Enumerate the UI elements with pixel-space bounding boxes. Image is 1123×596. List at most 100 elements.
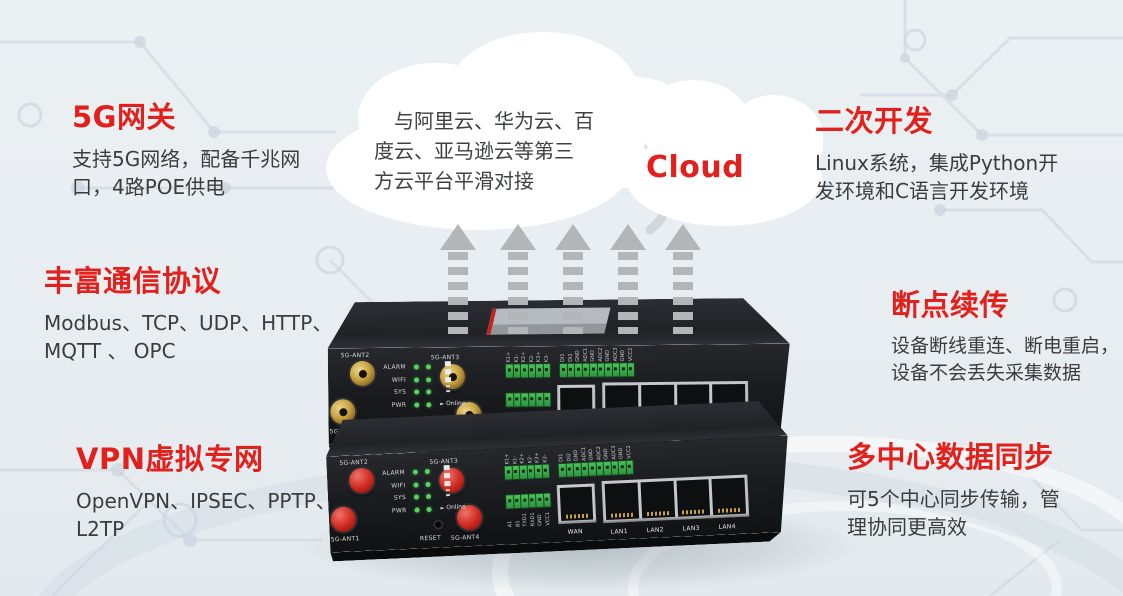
feature-vpn: VPN虚拟专网 OpenVPN、IPSEC、PPTP、 L2TP bbox=[76, 436, 376, 544]
terminal-pin-label: K3- bbox=[541, 454, 549, 463]
terminal-pin bbox=[506, 393, 513, 406]
terminal-pin bbox=[626, 461, 633, 474]
terminal-pin-label: VCC2 bbox=[625, 445, 632, 460]
sys-led bbox=[414, 389, 419, 394]
online-arrow-icon: ► bbox=[440, 505, 445, 512]
terminal-pin bbox=[596, 462, 603, 475]
cloud-shape bbox=[326, 32, 823, 235]
terminal-pin bbox=[506, 495, 513, 508]
gateway-device-lower: 5G-ANT2 5G-ANT3 5G-ANT1 5G-ANT4 ALARM WI… bbox=[324, 400, 792, 562]
terminal-pin-label: ADC3 bbox=[612, 347, 619, 362]
terminal-pin bbox=[521, 364, 528, 377]
terminal-pin-label: VCC1 bbox=[544, 511, 551, 526]
antenna-connector bbox=[440, 364, 465, 389]
terminal-pin bbox=[575, 364, 582, 377]
uplink-arrow bbox=[440, 224, 476, 336]
terminal-pin-label: GND bbox=[617, 447, 625, 460]
terminal-pin bbox=[514, 495, 521, 508]
terminal-pin-label: K2+ bbox=[519, 452, 526, 464]
feature-resume-transfer: 断点续传 设备断线重连、断电重启， 设备不会丢失采集数据 bbox=[891, 282, 1123, 387]
feature-title: 断点续传 bbox=[891, 288, 1010, 322]
led-label: ALARM bbox=[382, 469, 406, 478]
feature-description: 支持5G网络，配备千兆网 口，4路POE供电 bbox=[72, 147, 301, 200]
led bbox=[426, 389, 431, 394]
terminal-pin-label: GND bbox=[589, 350, 596, 362]
terminal-pin bbox=[589, 462, 596, 475]
cloud-description-text: 与阿里云、华为云、百 度云、亚马逊云等第三 方云平台平滑对接 bbox=[374, 109, 594, 193]
terminal-pin-label: K1+ bbox=[504, 453, 511, 465]
terminal-pin-label: DI2 bbox=[565, 452, 573, 462]
lan-port-group bbox=[601, 475, 749, 524]
led bbox=[425, 494, 430, 499]
terminal-pin-label: ADC1 bbox=[582, 347, 589, 362]
reset-button bbox=[435, 521, 441, 527]
led bbox=[424, 469, 429, 474]
led bbox=[426, 506, 431, 511]
terminal-pin bbox=[627, 363, 634, 376]
relay-pin-labels: K1+K1-K2+K2-K3+K3- bbox=[506, 347, 550, 362]
terminal-pin-label: GND bbox=[536, 514, 544, 527]
terminal-pin-label: K2+ bbox=[520, 351, 527, 363]
terminal-pin bbox=[612, 363, 619, 376]
terminal-pin-label: GND bbox=[573, 449, 580, 462]
rj45-jack bbox=[605, 483, 639, 520]
terminal-pin-label: ADC3 bbox=[610, 445, 617, 460]
port-label: LAN1 bbox=[610, 527, 629, 536]
uplink-arrow bbox=[500, 224, 536, 336]
feature-title: 二次开发 bbox=[815, 104, 934, 138]
terminal-pin bbox=[514, 393, 521, 406]
port-label: LAN2 bbox=[646, 526, 664, 535]
led-label: WIFI bbox=[391, 481, 406, 490]
port-label: WAN bbox=[567, 528, 583, 536]
port-label: LAN4 bbox=[718, 523, 736, 531]
led-label: SYS bbox=[393, 388, 407, 396]
terminal-pin-label: K2- bbox=[528, 353, 535, 363]
terminal-pin bbox=[528, 364, 535, 377]
terminal-pin bbox=[544, 393, 551, 406]
led bbox=[425, 481, 430, 486]
terminal-pin-label: ADC1 bbox=[580, 446, 588, 462]
terminal-pin-label: ADC2 bbox=[595, 446, 603, 461]
feature-title: 多中心数据同步 bbox=[847, 440, 1054, 474]
terminal-pin-label: ADC2 bbox=[597, 347, 604, 362]
terminal-pin bbox=[574, 463, 581, 476]
terminal-pin bbox=[512, 466, 519, 479]
terminal-pin-label: TXD1 bbox=[521, 512, 529, 527]
terminal-pin-label: K3+ bbox=[535, 351, 542, 363]
terminal-pin-label: VCC2 bbox=[627, 347, 634, 362]
feature-multicenter-sync: 多中心数据同步 可5个中心同步传输，管 理协同更高效 bbox=[847, 434, 1077, 542]
rj45-jack bbox=[640, 481, 674, 518]
wifi-led bbox=[414, 377, 419, 382]
terminal-pin bbox=[536, 364, 543, 377]
led-label: PWR bbox=[391, 401, 407, 409]
terminal-pin bbox=[528, 494, 535, 507]
serial-terminal-block bbox=[505, 392, 551, 407]
led-label: SYS bbox=[393, 494, 407, 502]
terminal-pin bbox=[536, 494, 543, 507]
terminal-pin bbox=[567, 364, 574, 377]
uplink-arrow bbox=[555, 224, 591, 336]
relay-terminal-block bbox=[504, 463, 551, 480]
feature-5g-gateway: 5G网关 支持5G网络，配备千兆网 口，4路POE供电 bbox=[72, 94, 342, 202]
relay-terminal-block bbox=[505, 363, 551, 378]
terminal-pin-label: GND bbox=[604, 349, 611, 362]
led-label: ALARM bbox=[383, 363, 406, 371]
terminal-pin bbox=[605, 363, 612, 376]
terminal-pin-label: K2- bbox=[526, 454, 534, 464]
status-led-block: ALARM WIFI SYS PWR bbox=[373, 468, 435, 515]
terminal-pin bbox=[527, 465, 534, 478]
terminal-pin-label: B1 bbox=[514, 520, 521, 528]
led-label: PWR bbox=[391, 506, 407, 515]
alarm-led bbox=[413, 364, 418, 369]
terminal-pin bbox=[542, 465, 549, 478]
terminal-pin-label: DI1 bbox=[558, 453, 565, 463]
relay-pin-labels: K1+K1-K2+K2-K3+K3- bbox=[504, 448, 549, 465]
terminal-pin-label: K1- bbox=[513, 354, 520, 363]
wifi-led bbox=[413, 482, 418, 487]
terminal-pin-label: RXD1 bbox=[529, 512, 536, 527]
feature-title: 5G网关 bbox=[72, 100, 176, 134]
terminal-pin bbox=[604, 462, 611, 475]
antenna-connector bbox=[439, 467, 465, 493]
alarm-led bbox=[412, 469, 417, 474]
